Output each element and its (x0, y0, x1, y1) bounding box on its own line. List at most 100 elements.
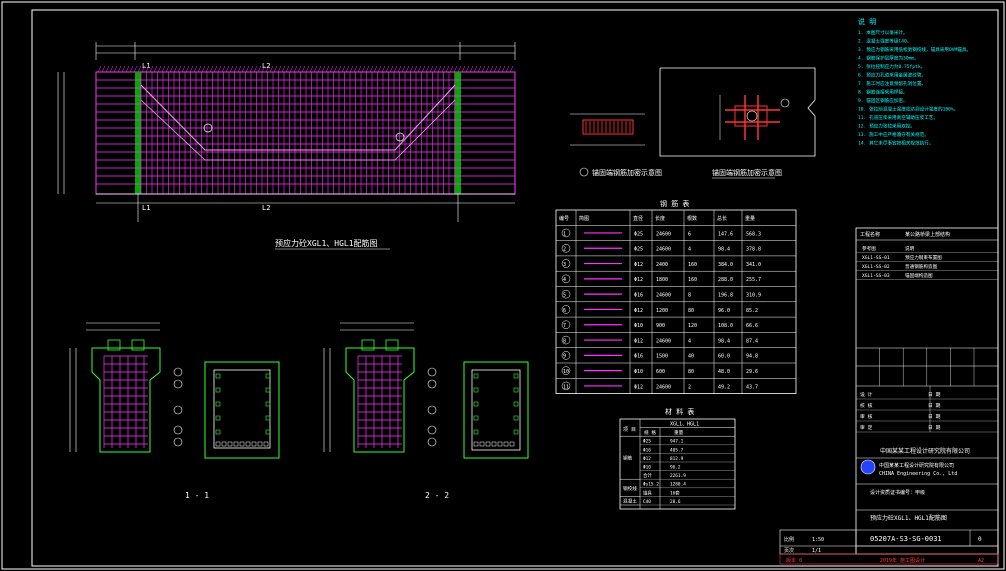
rebar-table-cell: 384.0 (718, 262, 733, 268)
scale-label: 比例 (784, 536, 794, 543)
footer-mid: 2019年 施工图设计 (880, 557, 925, 564)
rebar-table-cell: 98.4 (718, 338, 730, 344)
rebar-table-cell: 96.0 (718, 308, 730, 314)
company-name-short: 中国某某工程设计研究院有限公司 (880, 447, 970, 455)
rebar-table-cell: Φ16 (634, 293, 643, 299)
dim-l1-top: L1 (142, 62, 150, 70)
rebar-table-header: 简图 (579, 215, 589, 222)
ref-code: 参考图 (862, 245, 876, 252)
rebar-table-cell: Φ25 (634, 231, 643, 237)
general-notes: 说 明 1. 本图尺寸以毫米计。2. 混凝土强度等级C40。3. 预应力钢筋采用… (858, 17, 971, 147)
revision: 0 (978, 536, 982, 543)
rebar-table-cell: 10 (563, 369, 569, 375)
rebar-table-cell: 310.9 (746, 293, 761, 299)
sign-cell: 日 期 (928, 392, 941, 398)
sign-cell: 日 期 (928, 425, 941, 431)
rebar-table-cell: Φ12 (634, 308, 643, 314)
ref-desc: 预应力钢束布置图 (905, 254, 942, 261)
rebar-table-cell: 1500 (656, 354, 668, 360)
ref-code: XGL1-SS-03 (862, 273, 890, 279)
drawing-name: 预应力砼XGL1、HGL1配筋图 (870, 514, 947, 522)
rebar-table-cell: Φ12 (634, 338, 643, 344)
company-en: CHINA Engineering Co., Ltd (879, 471, 957, 477)
rebar-table-cell: 3 (563, 262, 566, 268)
rebar-table-cell: 24600 (656, 338, 671, 344)
sign-cell: 审 定 (860, 424, 873, 431)
rebar-table-cell: Φ12 (634, 262, 643, 268)
rebar-table-cell: 66.6 (746, 323, 758, 329)
rebar-table-cell: 1 (563, 231, 566, 237)
company-logo-icon (860, 459, 876, 475)
material-spec: Φs15.2 (643, 482, 659, 488)
material-group: 混凝土 (623, 498, 637, 505)
rebar-table-cell: Φ12 (634, 277, 643, 283)
material-spec: 合计 (643, 472, 652, 479)
rebar-table-cell: 85.2 (746, 308, 758, 314)
note-line: 2. 混凝土强度等级C40。 (858, 38, 911, 45)
rebar-table-header: 总长 (717, 215, 727, 222)
material-weight: 405.7 (670, 447, 684, 453)
rebar-table-cell: 5 (563, 293, 566, 299)
rebar-table-cell: 6 (688, 231, 691, 237)
project-label: 工程名称 (860, 231, 880, 238)
dim-l2-bottom: L2 (262, 204, 270, 212)
material-header-right: XGL1、HGL1 (670, 422, 699, 428)
rebar-table-cell: 48.0 (718, 369, 730, 375)
rebar-table-cell: 24600 (656, 384, 671, 390)
drawing-number: 05207A-S3-SG-0031 (870, 535, 942, 543)
rebar-table-cell: 87.4 (746, 338, 758, 344)
rebar-table-cell: 49.2 (718, 384, 730, 390)
material-weight: 28.6 (670, 499, 681, 505)
section-2-2: 2 - 2 (323, 322, 529, 500)
note-line: 14. 其它未尽事宜按相关规范执行。 (858, 140, 933, 147)
rebar-table-cell: 341.0 (746, 262, 761, 268)
rebar-table-header: 直径 (633, 215, 643, 222)
rebar-table-cell: Φ10 (634, 323, 643, 329)
rebar-table-cell: 600 (656, 369, 665, 375)
section-2-label: 2 - 2 (425, 491, 449, 500)
rebar-table-cell: 147.6 (718, 231, 733, 237)
note-line: 5. 张拉控制应力为0.75fptk。 (858, 63, 925, 70)
rebar-table-cell: 255.7 (746, 277, 761, 283)
ref-code: XGL1-SS-02 (862, 264, 890, 270)
rebar-table-cell: 98.4 (718, 247, 730, 253)
rebar-table-cell: 24600 (656, 231, 671, 237)
rebar-table-cell: 160 (688, 262, 697, 268)
material-spec: Φ12 (643, 456, 651, 462)
ref-desc: 锚固端构造图 (905, 272, 933, 279)
rebar-table-cell: 4 (688, 338, 691, 344)
rebar-table-cell: 60.0 (718, 354, 730, 360)
ref-code: XGL1-SS-01 (862, 255, 890, 261)
dim-l2-top: L2 (262, 62, 270, 70)
note-line: 1. 本图尺寸以毫米计。 (858, 29, 908, 36)
rebar-table-header: 编号 (559, 215, 569, 222)
material-group: 钢绞线 (623, 485, 637, 492)
note-line: 9. 锚固区钢筋应加密。 (858, 97, 908, 104)
beam-elevation: L1 L2 L1 L2 预应力砼XGL1、HGL1配筋图 (57, 42, 516, 250)
rebar-table-cell: 8 (688, 293, 691, 299)
sign-cell: 校 核 (860, 402, 873, 409)
dim-l1-bottom: L1 (142, 204, 150, 212)
note-line: 8. 钢筋连接采用焊接。 (858, 89, 908, 96)
rebar-table-cell: 11 (563, 384, 569, 390)
material-weight: 96.2 (670, 465, 681, 471)
rebar-table-cell: 196.8 (718, 293, 733, 299)
rebar-table-cell: 108.0 (718, 323, 733, 329)
note-line: 6. 预应力孔道采用金属波纹管。 (858, 72, 926, 79)
ref-desc: 说明 (905, 245, 915, 252)
rebar-table-cell: 7 (563, 323, 566, 329)
material-table-caption: 材 料 表 (665, 407, 694, 416)
rebar-table-cell: 120 (688, 323, 697, 329)
rebar-table-cell: 160 (688, 277, 697, 283)
material-weight: 947.1 (670, 439, 684, 445)
rebar-table-cell: 1800 (656, 277, 668, 283)
rebar-table-cell: Φ25 (634, 247, 643, 253)
rebar-table-header: 重量 (745, 215, 755, 222)
note-line: 12. 预应力张拉采用双控。 (858, 123, 915, 130)
rebar-table-cell: Φ10 (634, 369, 643, 375)
small-rebar-detail: 锚固端钢筋加密示意图 (570, 113, 662, 177)
section-1-label: 1 - 1 (185, 491, 209, 500)
material-sub-header: 规 格 (644, 429, 656, 436)
note-line: 4. 钢筋保护层厚度为30mm。 (858, 55, 919, 62)
